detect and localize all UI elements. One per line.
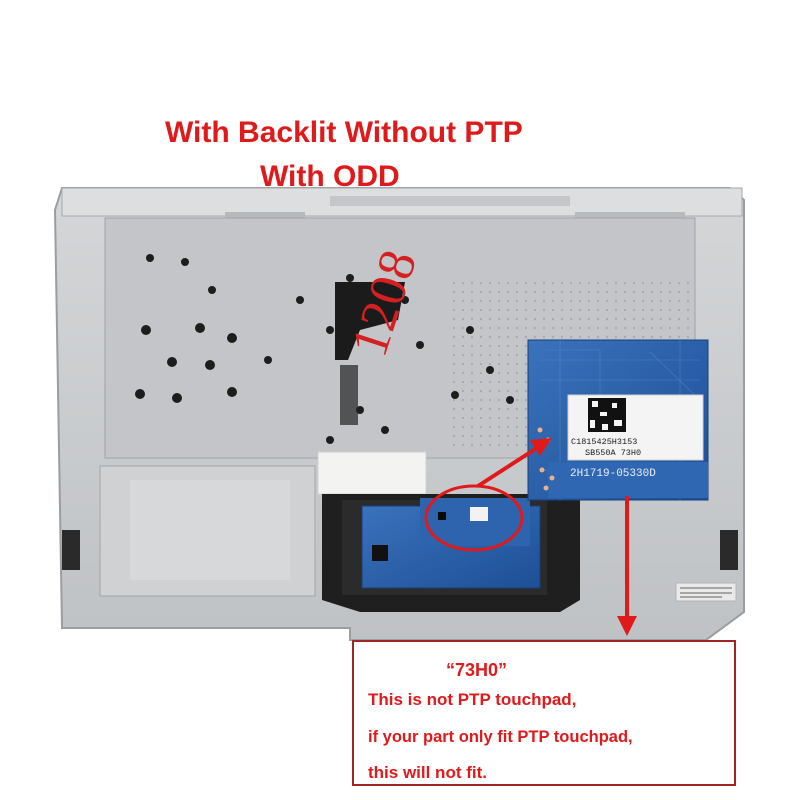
keyboard-flex-cable [335,282,405,360]
serial-sticker [675,582,737,602]
highlight-circle [424,484,524,552]
notice-code: “73H0” [446,660,508,680]
notice-line-3: this will not fit. [368,763,487,782]
notice-line-2: if your part only fit PTP touchpad, [368,728,633,746]
notice-line-1: This is not PTP touchpad, [368,690,577,709]
screw-holes [135,254,514,444]
white-ribbon [317,451,427,495]
heading-line-2: With ODD [260,160,400,193]
notice-box: “73H0” This is not PTP touchpad, if your… [352,640,736,786]
board-part-number: 2H1719-05330D [570,468,656,480]
sticker-line-2: SB550A 73H0 [585,448,642,458]
sticker-line-1: C1815425H3153 [571,437,638,447]
pointer-arrows [476,438,637,636]
heading-line-1: With Backlit Without PTP [165,116,523,149]
